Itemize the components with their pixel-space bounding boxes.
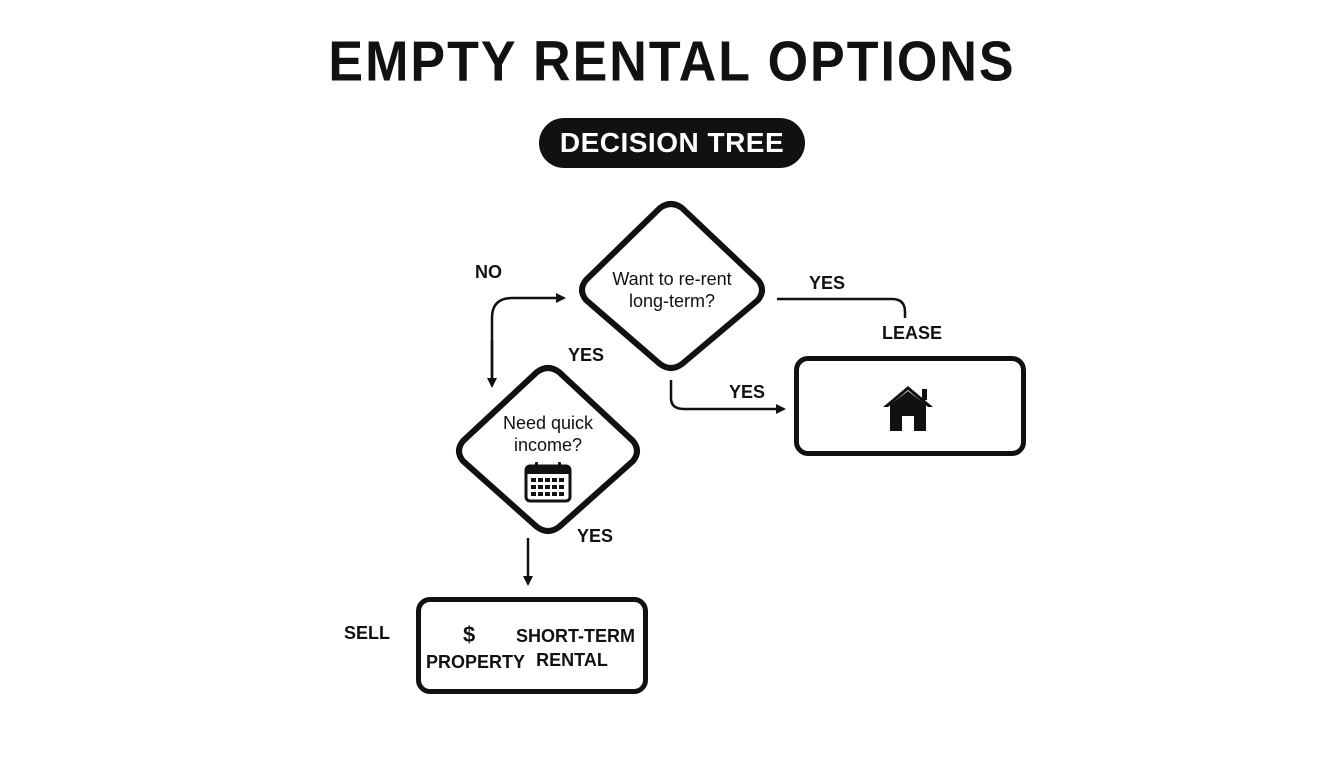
short-term-rental-label: SHORT-TERM RENTAL [516,624,635,672]
decision-diamond-income [456,365,640,534]
no-loop-connector [490,293,566,383]
short-term-line1: SHORT-TERM [516,626,635,646]
subtitle-badge: DECISION TREE [539,118,805,168]
property-label: PROPERTY [426,652,526,672]
outcome-box-bottom [416,597,648,694]
decision-income-line1: Need quick [502,413,594,433]
decision-income-text: Need quick income? [470,412,626,456]
decision-rerent-line2: long-term? [628,291,716,311]
yes-label-left: YES [568,345,605,365]
decision-diamond-rerent [579,201,765,371]
yes-label-income: YES [577,526,614,546]
decision-income-line2: income? [513,435,583,455]
dollar-icon: $ [463,622,476,647]
calendar-icon [524,462,572,503]
short-term-line2: RENTAL [536,650,608,670]
yes-label-down: YES [729,382,766,402]
no-label: NO [475,262,502,282]
page-title: EMPTY RENTAL OPTIONS [328,30,1016,94]
yes-to-lease-connector [777,297,907,318]
house-icon [883,386,933,431]
decision-rerent-line1: Want to re-rent [612,269,732,289]
lease-label: LEASE [882,323,943,343]
decision-rerent-text: Want to re-rent long-term? [586,268,758,312]
yes-label-right: YES [809,273,846,293]
sell-label: SELL [344,623,391,643]
yes-down-to-box-connector [669,380,786,414]
